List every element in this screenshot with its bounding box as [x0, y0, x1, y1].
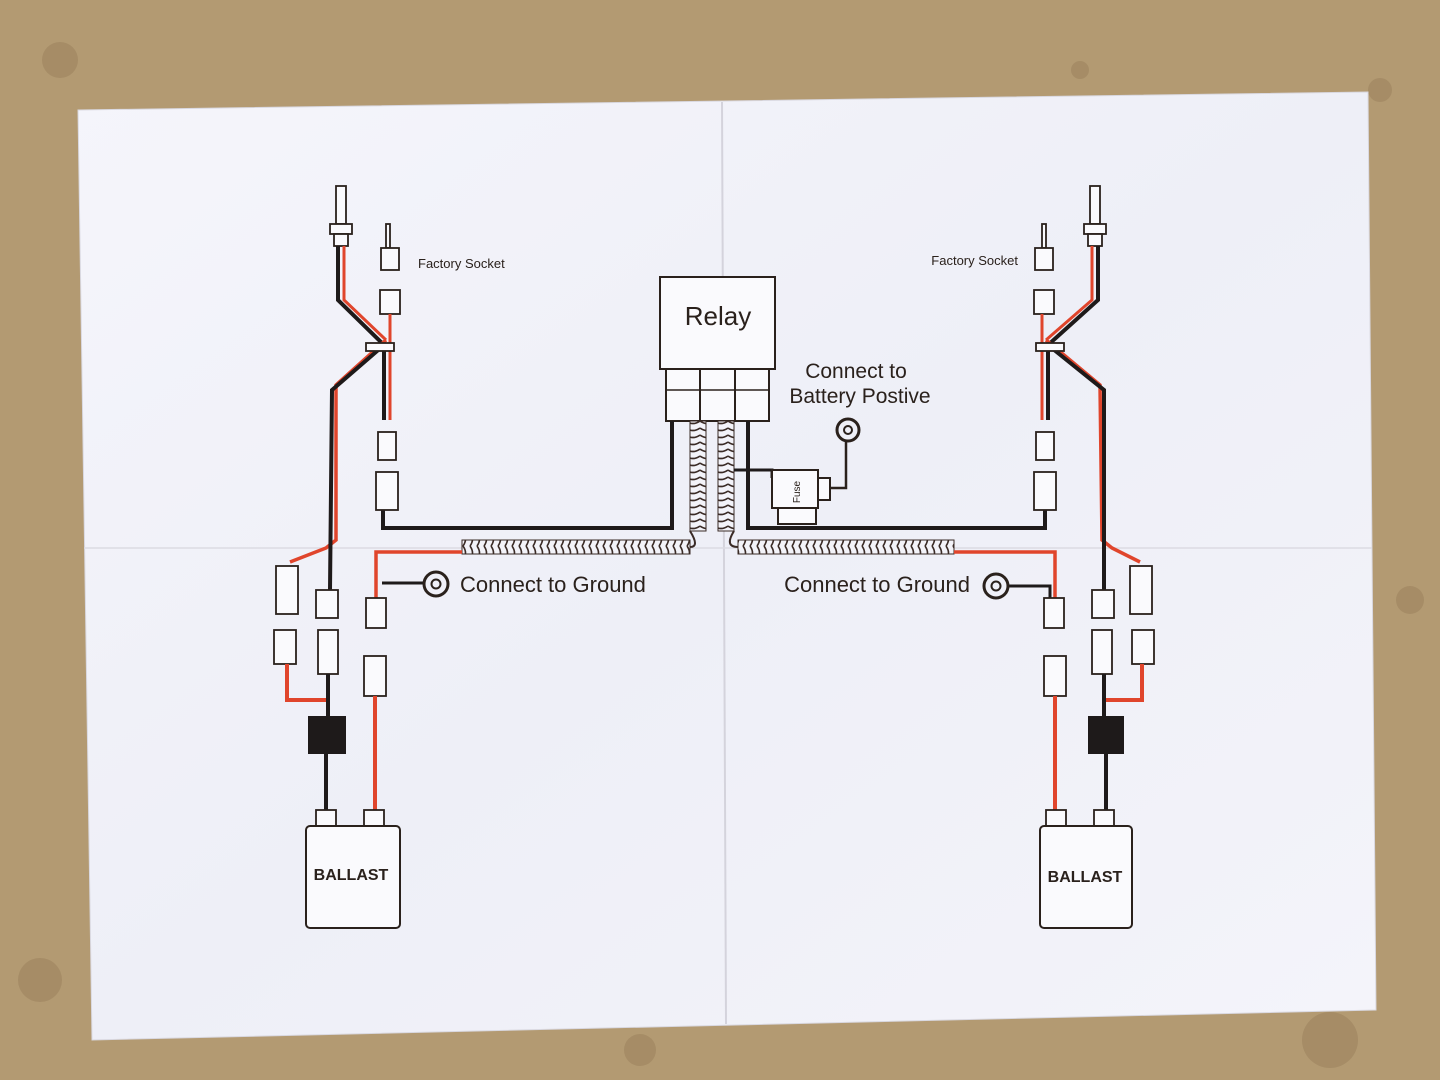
- ballast-label-right: BALLAST: [1048, 869, 1123, 886]
- relay-harness-coil-left: [689, 420, 707, 532]
- ballast-left: [305, 825, 401, 929]
- relay-label: Relay: [685, 301, 751, 331]
- harness-coil-left: [461, 539, 691, 555]
- paper-sheet: [77, 91, 1377, 1041]
- ignitor-left: [308, 716, 346, 754]
- fuse-holder: Fuse: [734, 440, 848, 525]
- battery-terminal-ring: [835, 417, 861, 443]
- factory-socket-right: [1034, 223, 1054, 271]
- ballast-label-left: BALLAST: [314, 867, 389, 884]
- ignitor-right: [1088, 716, 1124, 754]
- paper-fold-vertical: [721, 101, 727, 1025]
- factory-socket-label-left: Factory Socket: [418, 256, 505, 271]
- relay: Relay: [659, 276, 776, 422]
- ground-label-left: Connect to Ground: [460, 572, 646, 597]
- battery-connect-label-line2: Battery Postive: [789, 385, 930, 408]
- right-side-harness: Factory Socket BALL: [931, 185, 1155, 929]
- ground-ring-right: [982, 572, 1052, 600]
- factory-socket-label-right: Factory Socket: [931, 253, 1018, 268]
- harness-coil-right: [737, 539, 955, 555]
- relay-harness-coil-right: [717, 420, 735, 532]
- hid-bulb-left: [329, 185, 353, 247]
- fuse-label: Fuse: [792, 480, 803, 503]
- ground-label-right: Connect to Ground: [784, 572, 970, 597]
- left-side-harness: Factory Socket: [273, 185, 505, 929]
- black-trigger-wire: [381, 421, 1047, 530]
- red-power-wire: [374, 550, 1057, 600]
- hid-bulb-right: [1083, 185, 1107, 247]
- factory-socket-left: [380, 223, 400, 271]
- ballast-right: [1039, 825, 1133, 929]
- battery-connect-label-line1: Connect to: [805, 360, 907, 383]
- ground-ring-left: [382, 570, 450, 598]
